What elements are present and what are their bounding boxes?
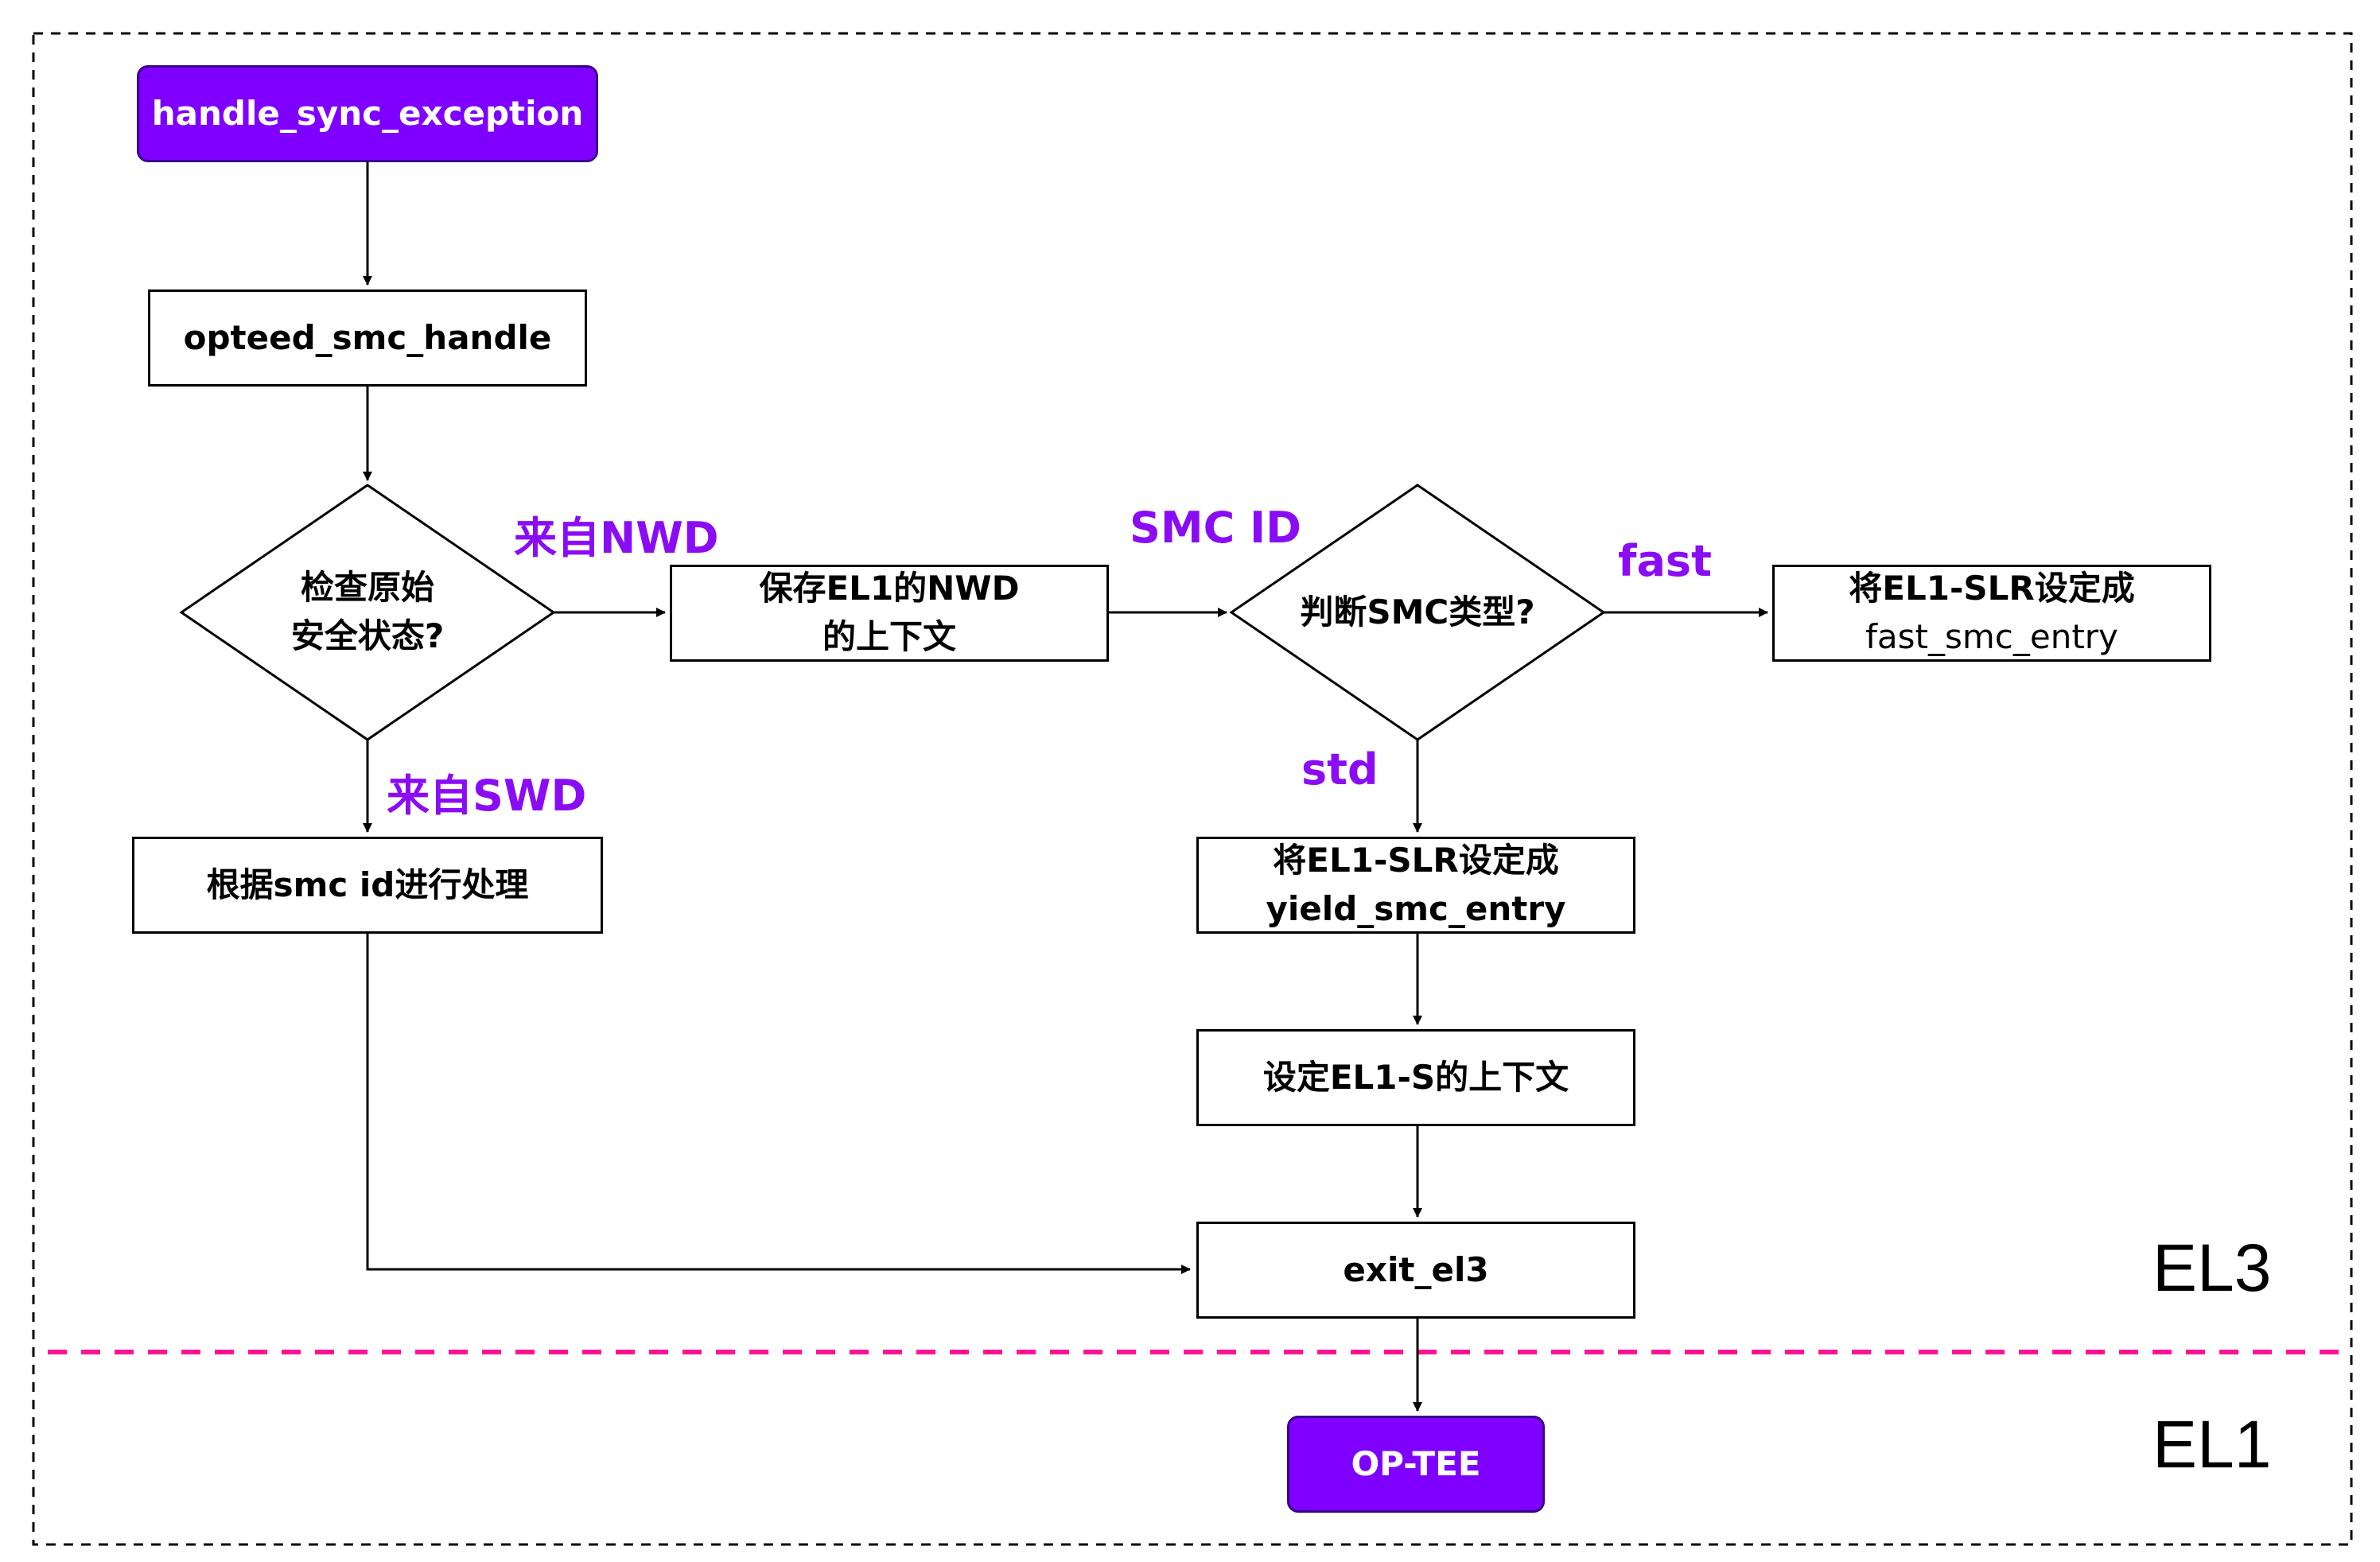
edge-label-from-swd: 来自SWD [387,771,587,821]
set-context-label: 设定EL1-S的上下文 [1262,1057,1569,1097]
edge-label-from-nwd: 来自NWD [514,513,719,563]
fast-smc-entry-node: 将EL1-SLR设定成 fast_smc_entry [1772,565,2211,662]
judge-smc-text: 判断SMC类型? [1266,581,1569,644]
process-smc-id-node: 根据smc id进行处理 [132,837,603,934]
yield-smc-entry-node: 将EL1-SLR设定成 yield_smc_entry [1196,837,1635,934]
level-label-el1: EL1 [2152,1407,2272,1482]
handle-sync-exception-node: handle_sync_exception [137,65,598,162]
edge-process-to-exit [366,932,1191,1274]
edge-label-std: std [1301,744,1379,795]
yield-entry-line-1: 将EL1-SLR设定成 [1273,841,1559,880]
opteed-smc-handle-node: opteed_smc_handle [148,289,587,387]
check-state-line-2: 安全状态? [290,616,445,655]
handle-sync-exception-label: handle_sync_exception [151,93,584,133]
check-state-text: 检查原始 安全状态? [253,557,482,668]
judge-smc-label: 判断SMC类型? [1300,592,1535,631]
optee-node: OP-TEE [1287,1416,1545,1513]
fast-entry-line-2: fast_smc_entry [1865,617,2118,656]
save-nwd-line-2: 的上下文 [822,617,956,656]
check-state-line-1: 检查原始 [300,568,434,608]
optee-label: OP-TEE [1351,1443,1481,1483]
level-label-el3: EL3 [2152,1230,2272,1305]
edge-label-smc-id: SMC ID [1130,503,1301,553]
process-smc-id-label: 根据smc id进行处理 [206,865,529,904]
edge-label-fast: fast [1618,536,1712,586]
fast-entry-line-1: 将EL1-SLR设定成 [1849,569,2135,608]
yield-entry-line-2: yield_smc_entry [1266,889,1566,928]
opteed-smc-handle-label: opteed_smc_handle [183,317,552,357]
exit-el3-node: exit_el3 [1196,1222,1635,1319]
set-el1-s-context-node: 设定EL1-S的上下文 [1196,1029,1635,1126]
exit-el3-label: exit_el3 [1343,1249,1489,1289]
outer-frame [32,32,2353,1546]
save-nwd-context-node: 保存EL1的NWD 的上下文 [670,565,1109,662]
save-nwd-line-1: 保存EL1的NWD [759,569,1020,608]
